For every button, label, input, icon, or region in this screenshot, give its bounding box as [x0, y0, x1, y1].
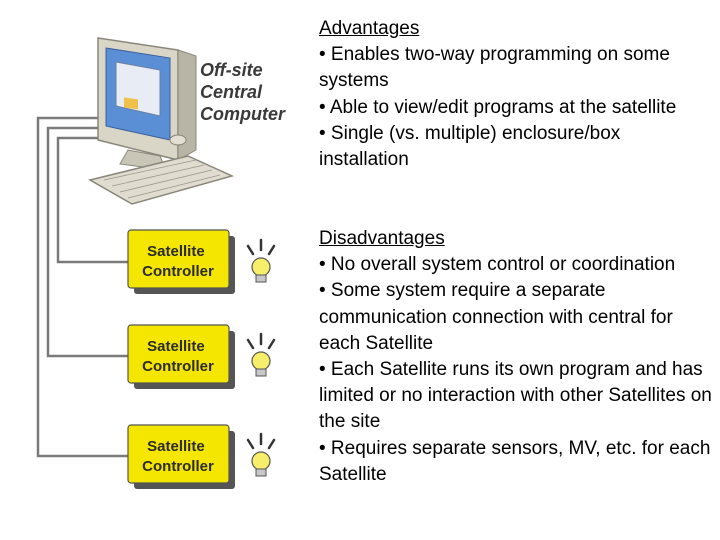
advantages-section: Advantages • Enables two-way programming…	[319, 16, 714, 173]
wire-group	[36, 116, 130, 458]
lightbulb-icon	[246, 238, 276, 283]
screen-folder	[124, 97, 138, 110]
disadvantage-item: • Some system require a separate communi…	[319, 280, 673, 354]
lightbulb-icon	[246, 332, 276, 377]
controller-label: Satellite Controller	[142, 243, 214, 280]
monitor-side	[177, 49, 197, 161]
wire-2	[46, 126, 130, 358]
lightbulb-icon	[246, 432, 276, 477]
disadvantage-item: • No overall system control or coordinat…	[319, 254, 676, 276]
disadvantage-item: • Each Satellite runs its own program an…	[319, 359, 712, 433]
wire-3	[36, 116, 130, 458]
computer-label: Off-site Central Computer	[200, 60, 286, 124]
disadvantages-heading: Disadvantages	[319, 228, 445, 249]
advantage-item: • Able to view/edit programs at the sate…	[319, 96, 677, 118]
satellite-controller-2: Satellite Controller	[127, 324, 235, 389]
controller-label: Satellite Controller	[142, 338, 214, 375]
advantage-item: • Enables two-way programming on some sy…	[319, 44, 670, 92]
disadvantage-item: • Requires separate sensors, MV, etc. fo…	[319, 437, 711, 485]
satellite-controller-3: Satellite Controller	[127, 424, 235, 489]
disadvantages-section: Disadvantages • No overall system contro…	[319, 226, 714, 488]
keyboard	[87, 155, 235, 205]
advantage-item: • Single (vs. multiple) enclosure/box in…	[319, 122, 621, 171]
wire-1	[56, 136, 130, 264]
satellite-controller-1: Satellite Controller	[127, 229, 235, 294]
controller-label: Satellite Controller	[142, 438, 214, 475]
system-diagram: Off-site Central Computer Satellite Cont…	[36, 37, 286, 489]
mouse	[169, 134, 187, 146]
computer-illustration	[87, 37, 235, 205]
advantages-heading: Advantages	[319, 18, 420, 39]
